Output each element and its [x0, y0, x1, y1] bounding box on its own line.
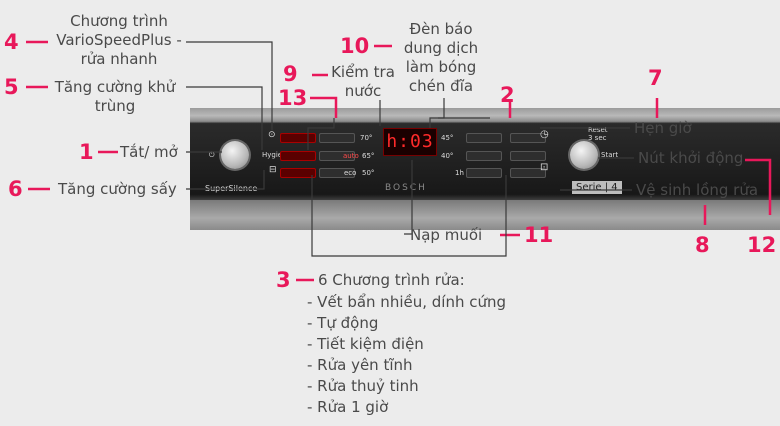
- callout-number-5: 5: [4, 75, 19, 99]
- temp-1h: 1h: [455, 169, 464, 177]
- hygiene-label: Hygiene: [262, 151, 291, 159]
- label-drying: Tăng cường sấy: [58, 180, 177, 198]
- program-eco-button[interactable]: [319, 168, 355, 178]
- drying-button[interactable]: [280, 168, 316, 178]
- power-icon: ⏻: [209, 151, 215, 159]
- program-1h-button[interactable]: [466, 168, 502, 178]
- program-list: - Vết bẩn nhiều, dính cứng - Tự động - T…: [307, 293, 506, 417]
- varioplus-icon: ⊙: [268, 130, 276, 140]
- program-item: - Rửa 1 giờ: [307, 398, 389, 416]
- machine-care-icon: ⊡: [540, 162, 549, 173]
- temp-40: 40°: [441, 152, 454, 160]
- label-varioplus: Chương trình VarioSpeedPlus - rửa nhanh: [54, 12, 184, 69]
- program-item: - Tự động: [307, 314, 379, 332]
- label-10-line4: chén đĩa: [408, 77, 474, 95]
- hygiene-button[interactable]: [280, 151, 316, 161]
- program-auto-button[interactable]: [319, 151, 355, 161]
- program-intensive-button[interactable]: [319, 133, 355, 143]
- callout-number-8: 8: [695, 233, 710, 257]
- callout-number-1: 1: [79, 140, 94, 164]
- label-10-line3: làm bóng: [405, 58, 477, 76]
- program-item: - Rửa yên tĩnh: [307, 356, 413, 374]
- label-4-line2: VarioSpeedPlus -: [56, 31, 182, 49]
- line-5: [186, 86, 263, 150]
- callout-number-11: 11: [524, 223, 554, 247]
- callout-number-12: 12: [747, 233, 777, 257]
- drying-icon: ⊟: [269, 165, 277, 175]
- time-display: h:03: [383, 128, 437, 156]
- steel-door: [190, 200, 780, 230]
- line-3: [311, 175, 507, 257]
- callout-number-13: 13: [278, 86, 308, 110]
- temp-70: 70°: [360, 134, 373, 142]
- machine-care-button[interactable]: [510, 168, 546, 178]
- timer-icon: ◷: [540, 129, 549, 140]
- program-quiet-button[interactable]: [466, 133, 502, 143]
- label-programs-title: 6 Chương trình rửa:: [318, 271, 465, 289]
- timer-button[interactable]: [510, 133, 546, 143]
- label-4-line3: rửa nhanh: [80, 50, 158, 68]
- label-rinse-aid: Đèn báo dung dịch làm bóng chén đĩa: [396, 20, 486, 96]
- line-10: [429, 98, 445, 128]
- temp-45: 45°: [441, 134, 454, 142]
- power-button[interactable]: [221, 141, 249, 169]
- label-4-line1: Chương trình: [70, 12, 168, 30]
- label-start: Nút khởi động: [638, 149, 744, 167]
- prog-auto-label: auto: [343, 152, 359, 160]
- reset-label: Reset 3 sec: [588, 126, 608, 142]
- label-5-line2: trùng: [94, 97, 136, 115]
- label-9-line2: nước: [344, 82, 382, 100]
- brand-label: BOSCH: [385, 183, 427, 193]
- start-button[interactable]: [570, 141, 598, 169]
- temp-50: 50°: [362, 169, 375, 177]
- label-hygiene: Tăng cường khử trùng: [50, 78, 180, 116]
- label-timer: Hẹn giờ: [634, 119, 692, 137]
- label-water-check: Kiểm tra nước: [328, 63, 398, 101]
- callout-number-3: 3: [276, 268, 291, 292]
- callout-number-7: 7: [648, 66, 663, 90]
- label-10-line1: Đèn báo: [409, 20, 473, 38]
- callout-number-4: 4: [4, 30, 19, 54]
- callout-number-6: 6: [8, 177, 23, 201]
- program-glass-button[interactable]: [466, 151, 502, 161]
- label-9-line1: Kiểm tra: [331, 63, 395, 81]
- program-item: - Vết bẩn nhiều, dính cứng: [307, 293, 507, 311]
- start-label: Start: [601, 151, 619, 159]
- line-6: [186, 170, 265, 190]
- label-salt: Nạp muối: [410, 226, 483, 244]
- program-item: - Rửa thuỷ tinh: [307, 377, 419, 395]
- callout-number-2: 2: [500, 83, 515, 107]
- label-machine-care: Vệ sinh lồng rửa: [636, 181, 759, 199]
- start-panel-button[interactable]: [510, 151, 546, 161]
- label-5-line1: Tăng cường khử: [54, 78, 176, 96]
- label-power: Tắt/ mở: [120, 143, 178, 161]
- serie-label: Serie | 4: [572, 181, 622, 194]
- dash-12: [745, 158, 772, 215]
- callout-number-9: 9: [283, 62, 298, 86]
- prog-eco-label: eco: [344, 169, 357, 177]
- line-11: [404, 160, 413, 235]
- callout-number-10: 10: [340, 34, 370, 58]
- label-10-line2: dung dịch: [403, 39, 479, 57]
- program-item: - Tiết kiệm điện: [307, 335, 424, 353]
- dash-13: [310, 96, 338, 118]
- line-13: [307, 118, 335, 150]
- temp-65: 65°: [362, 152, 375, 160]
- varioplus-button[interactable]: [280, 133, 316, 143]
- line-4: [186, 41, 273, 130]
